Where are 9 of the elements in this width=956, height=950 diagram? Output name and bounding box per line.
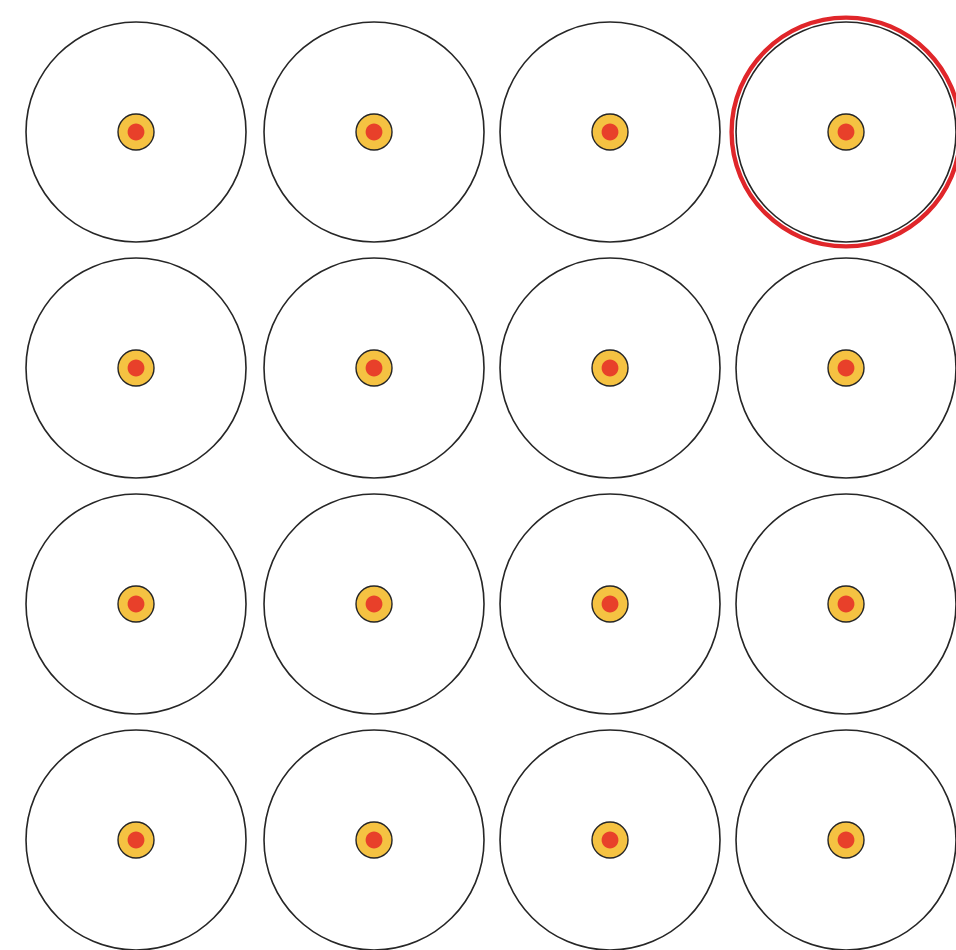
circle [499, 257, 721, 479]
circle [263, 257, 485, 479]
circle [25, 257, 247, 479]
circle [25, 21, 247, 243]
circle [499, 21, 721, 243]
circle [263, 21, 485, 243]
circle [263, 493, 485, 715]
circle [25, 493, 247, 715]
circle [499, 493, 721, 715]
